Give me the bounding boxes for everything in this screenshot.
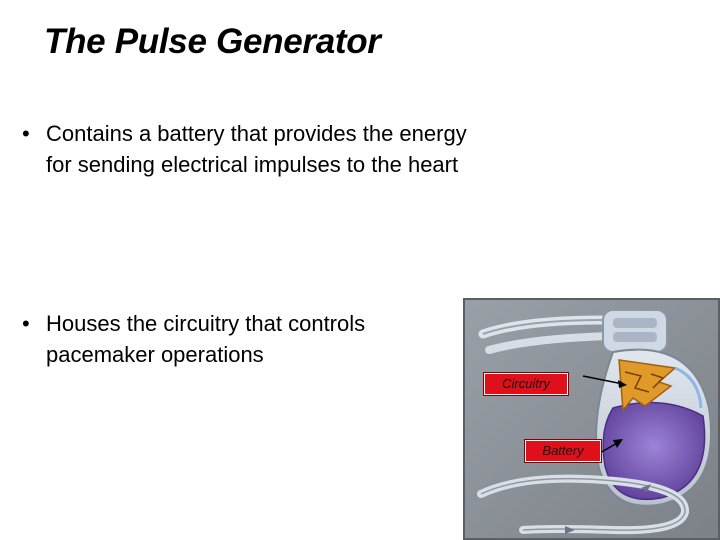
circuit-board [618,359,677,412]
slide-title: The Pulse Generator [44,22,381,61]
connector-header [602,309,668,353]
circuitry-pointer [582,375,624,385]
battery-label: Battery [525,440,601,462]
circuitry-label: Circuitry [484,373,568,395]
bullet-text: Contains a battery that provides the ene… [46,121,467,177]
bullet-text: Houses the circuitry that controls pacem… [46,311,366,367]
bullet-item: • Houses the circuitry that controls pac… [18,308,478,370]
bullet-marker: • [22,121,30,146]
bullet-item: • Contains a battery that provides the e… [18,118,478,180]
lead-wire-second [485,332,617,354]
pacemaker-illustration [463,298,720,540]
bullet-marker: • [22,311,30,336]
pacemaker-drawing [463,298,720,540]
